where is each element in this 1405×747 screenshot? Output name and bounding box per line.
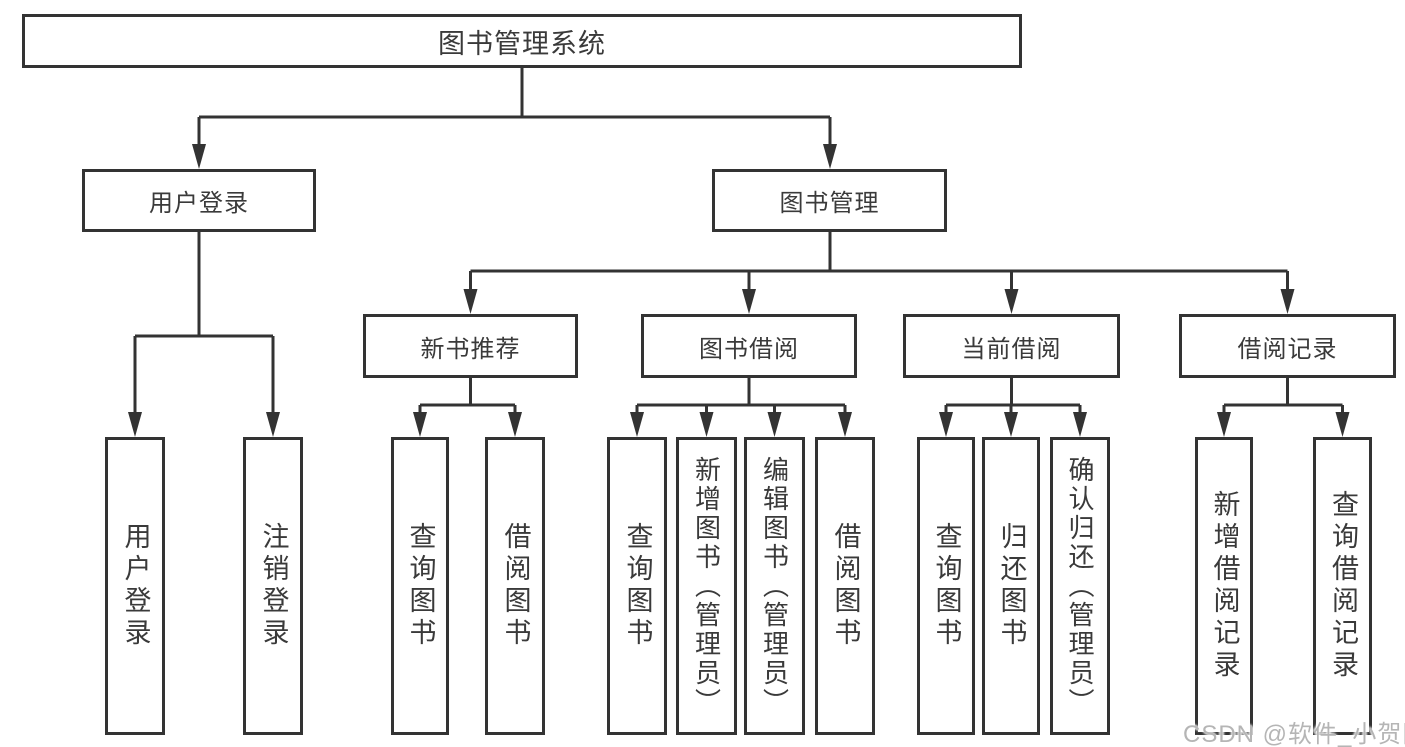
leaf-logout: 注销登录 [243,437,303,735]
leaf-label: 注销登录 [258,522,289,650]
csdn-watermark: CSDN @软件_小贺同学 [1183,721,1405,747]
connector-current-borrow-to-leaves [939,378,1087,437]
leaf-borrow-books: 借阅图书 [815,437,875,735]
node-new-book-recommend: 新书推荐 [363,314,578,378]
leaf-label: 新增借阅记录 [1209,490,1240,682]
leaf-user-login: 用户登录 [105,437,165,735]
node-book-management: 图书管理 [712,169,947,232]
leaf-query-books-recommend: 查询图书 [391,437,449,735]
arrowhead [463,289,478,314]
node-user-login: 用户登录 [82,169,316,232]
node-book-borrow: 图书借阅 [641,314,857,378]
connector-line [1222,378,1344,415]
arrowhead [1217,412,1231,437]
leaf-label: 查询图书 [622,522,653,650]
leaf-label: 查询借阅记录 [1328,490,1358,682]
arrowhead [939,412,953,437]
connector-line [133,232,275,415]
arrowhead [630,412,644,437]
leaf-query-books-current: 查询图书 [917,437,975,735]
arrowhead [266,412,280,437]
connector-root-to-level2 [192,68,837,169]
connector-line [635,378,847,415]
connector-line [469,232,1289,292]
leaf-label: 查询图书 [931,522,962,650]
leaf-query-books-borrow: 查询图书 [607,437,667,735]
leaf-borrow-books-recommend: 借阅图书 [485,437,545,735]
leaf-label: 借阅图书 [830,522,861,650]
arrowhead [1004,412,1018,437]
connector-borrow-records-to-leaves [1217,378,1350,437]
arrowhead [838,412,852,437]
connector-new-book-recommend-to-leaves [413,378,522,437]
arrowhead [699,412,714,437]
arrowhead [508,412,522,437]
leaf-add-books-admin: 新增图书（管理员） [676,437,737,735]
leaf-label: 编辑图书（管理员） [759,455,790,717]
arrowhead [192,144,206,169]
leaf-label: 新增图书（管理员） [691,455,722,717]
leaf-label: 用户登录 [120,522,151,650]
leaf-edit-books-admin: 编辑图书（管理员） [744,437,805,735]
arrowhead [767,412,782,437]
arrowhead [413,412,427,437]
node-root-system: 图书管理系统 [22,14,1022,68]
connector-line [197,68,832,147]
connector-book-management-to-level3 [463,232,1295,314]
leaf-return-books: 归还图书 [982,437,1040,735]
arrowhead [128,412,142,437]
leaf-label: 查询图书 [405,522,436,650]
connector-line [418,378,517,415]
arrowhead [1280,289,1295,314]
leaf-label: 归还图书 [996,522,1027,650]
node-borrow-records: 借阅记录 [1179,314,1396,378]
arrowhead [1073,412,1087,437]
arrowhead [1004,289,1019,314]
leaf-label: 借阅图书 [500,522,531,650]
arrowhead [823,144,837,169]
arrowhead [742,289,756,314]
leaf-label: 确认归还（管理员） [1065,455,1095,717]
connector-book-borrow-to-leaves [630,378,852,437]
leaf-query-borrow-record: 查询借阅记录 [1313,437,1372,735]
arrowhead [1335,412,1350,437]
connector-user-login-to-leaves [128,232,280,437]
leaf-add-borrow-record: 新增借阅记录 [1195,437,1253,735]
leaf-confirm-return-admin: 确认归还（管理员） [1050,437,1110,735]
connector-line [944,378,1082,415]
node-current-borrow: 当前借阅 [903,314,1120,378]
